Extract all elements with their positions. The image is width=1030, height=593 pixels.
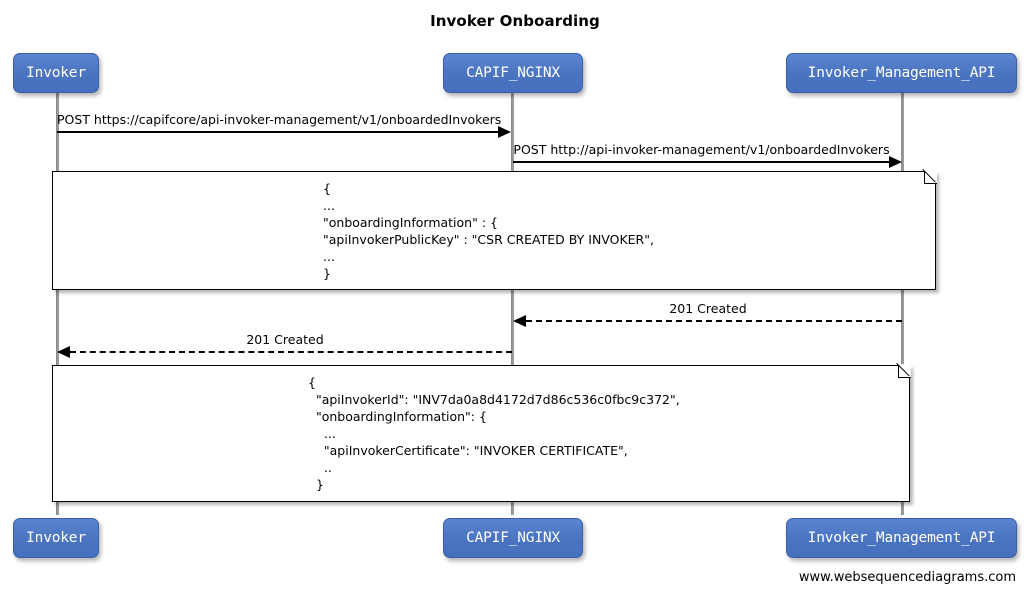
message-arrowhead-3 [513, 315, 526, 327]
note-line: { [323, 180, 331, 196]
footer-watermark: www.websequencediagrams.com [798, 570, 1016, 585]
note-line: ... [323, 248, 335, 264]
note-request-body-text: { ... "onboardingInformation" : { "apiIn… [53, 172, 935, 289]
lifeline-capif-nginx [511, 93, 514, 515]
note-line: ... [323, 197, 335, 213]
lifeline-invoker [56, 93, 59, 515]
message-label-2: POST http://api-invoker-management/v1/on… [513, 142, 890, 157]
note-request-body: { ... "onboardingInformation" : { "apiIn… [52, 169, 937, 290]
message-label-1: POST https://capifcore/api-invoker-manag… [57, 112, 502, 127]
participant-label: Invoker [26, 530, 86, 546]
message-label-3: 201 Created [669, 301, 747, 316]
message-label-4: 201 Created [246, 332, 324, 347]
note-line: "apiInvokerId": "INV7da0a8d4172d7d86c536… [308, 392, 680, 407]
message-line-4 [70, 351, 512, 353]
lifeline-invoker-management-api [901, 93, 904, 515]
message-line-2 [513, 161, 892, 163]
note-line: "apiInvokerPublicKey" : "CSR CREATED BY … [323, 231, 654, 247]
message-arrowhead-2 [889, 156, 902, 168]
participant-label: CAPIF_NGINX [466, 65, 560, 81]
participant-label: Invoker [26, 65, 86, 81]
note-fold-corner-icon [897, 363, 911, 378]
note-line: ... [308, 426, 336, 441]
page-title: Invoker Onboarding [430, 12, 600, 30]
participant-invoker-top[interactable]: Invoker [13, 53, 99, 93]
participant-invoker-management-api-bottom[interactable]: Invoker_Management_API [786, 518, 1017, 558]
note-line: "onboardingInformation": { [308, 409, 487, 424]
note-line: .. [308, 460, 332, 475]
participant-label: CAPIF_NGINX [466, 530, 560, 546]
note-line: { [308, 375, 316, 390]
note-line: "onboardingInformation" : { [323, 214, 498, 230]
participant-invoker-management-api-top[interactable]: Invoker_Management_API [786, 53, 1017, 93]
note-line: "apiInvokerCertificate": "INVOKER CERTIF… [308, 443, 628, 458]
note-line: } [323, 265, 331, 281]
message-arrowhead-1 [498, 126, 511, 138]
message-line-3 [526, 320, 902, 322]
note-fold-corner-icon [923, 169, 937, 184]
participant-label: Invoker_Management_API [807, 65, 996, 81]
participant-invoker-bottom[interactable]: Invoker [13, 518, 99, 558]
note-response-body-text: { "apiInvokerId": "INV7da0a8d4172d7d86c5… [53, 366, 909, 501]
participant-label: Invoker_Management_API [807, 530, 996, 546]
note-line: } [308, 477, 324, 492]
note-response-body: { "apiInvokerId": "INV7da0a8d4172d7d86c5… [52, 363, 911, 502]
participant-capif-nginx-bottom[interactable]: CAPIF_NGINX [443, 518, 583, 558]
participant-capif-nginx-top[interactable]: CAPIF_NGINX [443, 53, 583, 93]
message-line-1 [57, 131, 501, 133]
message-arrowhead-4 [57, 346, 70, 358]
